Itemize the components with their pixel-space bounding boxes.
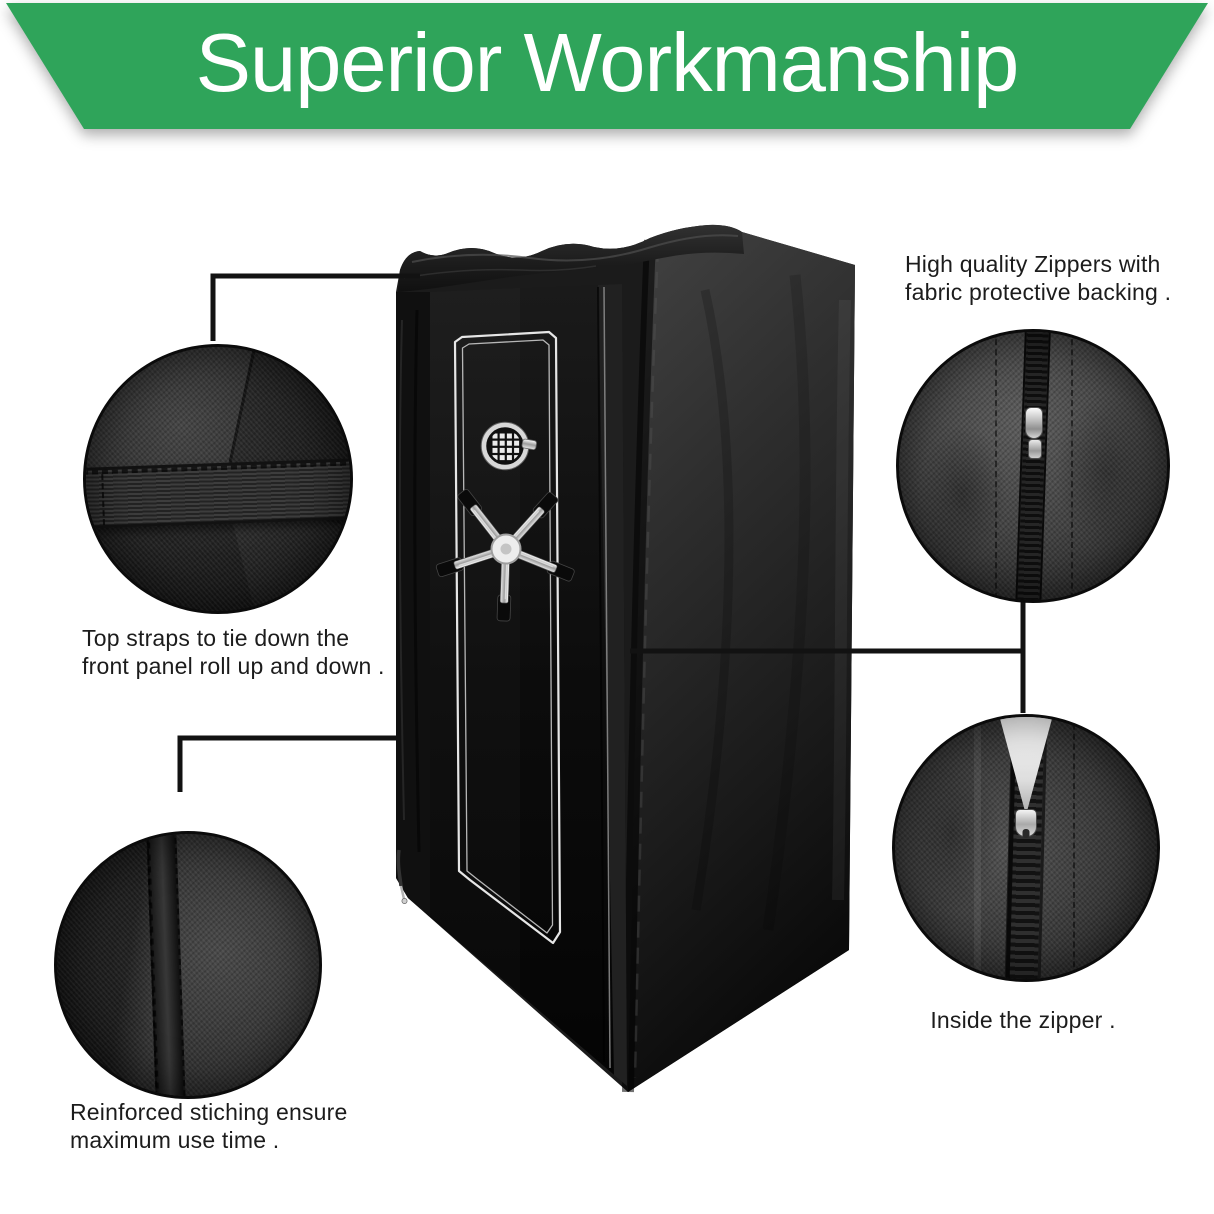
- callout-lines: [177, 273, 1026, 792]
- vault-handle: [435, 489, 575, 622]
- safe-door: [396, 284, 627, 1086]
- caption-line: fabric protective backing .: [905, 279, 1172, 305]
- stitch-line: [1073, 717, 1076, 979]
- title-banner: Superior Workmanship: [6, 3, 1208, 129]
- zipper-tape-ridge: [973, 717, 981, 979]
- caption-line: Reinforced stiching ensure: [70, 1099, 348, 1125]
- vignette: [57, 834, 319, 1096]
- caption-zippers: High quality Zippers with fabric protect…: [905, 250, 1171, 306]
- banner-shadow-wrap: Superior Workmanship: [0, 0, 1214, 132]
- caption-line: maximum use time .: [70, 1127, 280, 1153]
- stitch-line: [1070, 332, 1073, 600]
- callout-line-stitching: [177, 735, 400, 792]
- reinforced-stitching-detail-photo: [54, 831, 322, 1099]
- caption-line: High quality Zippers with: [905, 251, 1161, 277]
- caption-line: Top straps to tie down the: [82, 625, 350, 651]
- top-strap-detail-photo: [83, 344, 353, 614]
- fabric-weave-texture: [57, 834, 319, 1096]
- caption-stitching: Reinforced stiching ensure maximum use t…: [70, 1098, 348, 1154]
- callout-line-top-straps: [210, 273, 420, 341]
- zipper-outside-detail-photo: [896, 329, 1170, 603]
- caption-line: Inside the zipper .: [930, 1007, 1116, 1033]
- cover-zipper-tail: [396, 849, 408, 904]
- zipper-slider: [1024, 407, 1043, 440]
- stitch-line: [995, 332, 998, 600]
- keypad: [480, 421, 537, 471]
- vignette: [899, 332, 1167, 600]
- door-pinstripe: [453, 330, 562, 945]
- caption-inside-zipper: Inside the zipper .: [892, 1006, 1154, 1034]
- caption-top-straps: Top straps to tie down the front panel r…: [82, 624, 385, 680]
- zipper-pull: [1027, 439, 1042, 460]
- zipper-inside-detail-photo: [892, 714, 1160, 982]
- caption-line: front panel roll up and down .: [82, 653, 385, 679]
- page-title: Superior Workmanship: [195, 15, 1020, 109]
- vignette: [86, 347, 350, 611]
- vignette: [895, 717, 1157, 979]
- zipper-slider-hole: [1022, 829, 1030, 838]
